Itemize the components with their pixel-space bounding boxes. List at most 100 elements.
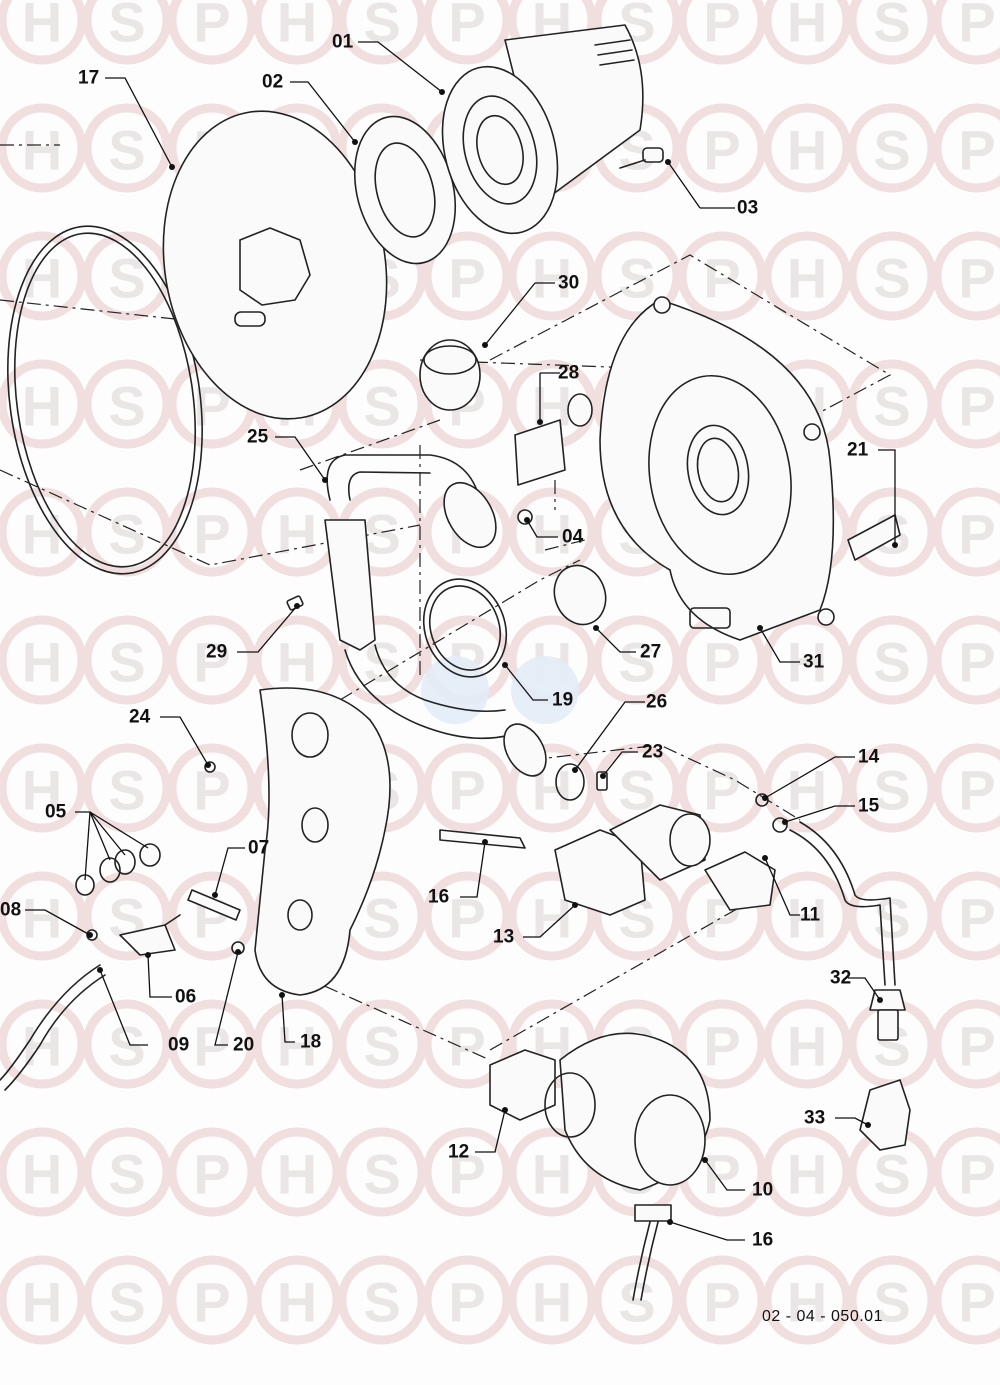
watermark-letter: H (22, 1271, 62, 1334)
part-33-valve (859, 1079, 911, 1151)
watermark-letter: P (703, 0, 740, 54)
watermark-letter: S (108, 1015, 145, 1078)
callout-29: 29 (206, 642, 227, 663)
watermark-circle (252, 1127, 342, 1217)
callout-24: 24 (129, 707, 151, 728)
part-28-bracket (514, 393, 593, 486)
watermark-letter: S (108, 375, 145, 438)
callout-08: 08 (0, 900, 21, 921)
part-01-burner-tube (441, 24, 644, 235)
watermark-letter: H (532, 247, 572, 310)
watermark-letter: S (363, 1143, 400, 1206)
watermark-circle (167, 1255, 257, 1345)
watermark-circle (252, 0, 342, 65)
watermark-circle (82, 487, 172, 577)
watermark-circle (847, 615, 937, 705)
callout-25: 25 (247, 427, 269, 448)
callout-02: 02 (262, 72, 283, 93)
watermark-letter: H (22, 1143, 62, 1206)
callout-05: 05 (45, 802, 67, 823)
watermark-letter: P (448, 1143, 485, 1206)
watermark-letter: H (22, 759, 62, 822)
watermark-circle (0, 871, 87, 961)
watermark-letter: S (873, 375, 910, 438)
watermark-circle (167, 615, 257, 705)
part-32-fitting (869, 989, 906, 1041)
watermark-circle (337, 1255, 427, 1345)
callout-16-connector: 16 (752, 1230, 773, 1251)
watermark-circle (422, 743, 512, 833)
watermark-circle (337, 999, 427, 1089)
callout-09: 09 (168, 1035, 189, 1056)
part-16-probe (439, 829, 526, 849)
watermark-letter: P (703, 247, 740, 310)
watermark-letter: P (703, 759, 740, 822)
watermark-circle (762, 743, 852, 833)
watermark-circle (337, 1127, 427, 1217)
part-10-fan (544, 1032, 711, 1191)
watermark-circle (167, 1127, 257, 1217)
watermark-circle (762, 999, 852, 1089)
watermark-circle (82, 615, 172, 705)
watermark-letter: H (532, 1271, 572, 1334)
watermark-letter: S (873, 631, 910, 694)
watermark-letter: H (532, 503, 572, 566)
watermark-letter: S (108, 0, 145, 54)
callout-30: 30 (558, 273, 579, 294)
part-12-gasket (489, 1049, 556, 1121)
part-05-washers (75, 843, 161, 896)
callout-10: 10 (752, 1180, 773, 1201)
callout-21: 21 (847, 440, 869, 461)
watermark-circle (677, 743, 767, 833)
callout-33: 33 (804, 1108, 825, 1129)
watermark-letter: P (448, 1271, 485, 1334)
watermark-letter: S (363, 1271, 400, 1334)
watermark-letter: P (958, 375, 995, 438)
watermark-circle (762, 615, 852, 705)
watermark-letter: H (22, 0, 62, 54)
watermark-circle (847, 231, 937, 321)
watermark-circle (762, 871, 852, 961)
watermark-circle (932, 871, 1000, 961)
watermark-circle (762, 0, 852, 65)
part-21-gasket (847, 514, 901, 561)
part-03-screw (619, 147, 664, 169)
watermark-letter: S (873, 1271, 910, 1334)
watermark-letter: S (363, 503, 400, 566)
watermark-circle (847, 871, 937, 961)
callout-12: 12 (448, 1142, 469, 1163)
watermark-circle (82, 0, 172, 65)
watermark-letter: S (873, 759, 910, 822)
watermark-circle (507, 231, 597, 321)
watermark-circle (82, 871, 172, 961)
watermark-circle (932, 359, 1000, 449)
watermark-circle (847, 743, 937, 833)
callout-03: 03 (737, 198, 758, 219)
watermark-letter: S (363, 887, 400, 950)
watermark-letter: P (958, 119, 995, 182)
part-31-burner-plate (599, 296, 835, 641)
watermark-circle (422, 999, 512, 1089)
watermark-letter: P (958, 503, 995, 566)
callout-13: 13 (493, 927, 514, 948)
watermark-letter: P (193, 1015, 230, 1078)
watermark-letter: P (193, 1271, 230, 1334)
watermark-circle (167, 0, 257, 65)
watermark-letter: H (277, 1143, 317, 1206)
watermark-circle (337, 0, 427, 65)
watermark-letter: H (787, 247, 827, 310)
callout-28: 28 (558, 363, 579, 384)
callout-18: 18 (300, 1032, 321, 1053)
watermark-circle (0, 231, 87, 321)
watermark-letter: P (193, 0, 230, 54)
watermark-circle (677, 0, 767, 65)
watermark-letter: P (448, 0, 485, 54)
watermark-letter: P (958, 887, 995, 950)
watermark-letter: H (277, 0, 317, 54)
watermark-center-badge (421, 656, 489, 724)
watermark-circle (762, 231, 852, 321)
watermark-letter: S (108, 1143, 145, 1206)
watermark-circle (507, 487, 597, 577)
watermark-circle (0, 743, 87, 833)
watermark-circle (592, 231, 682, 321)
